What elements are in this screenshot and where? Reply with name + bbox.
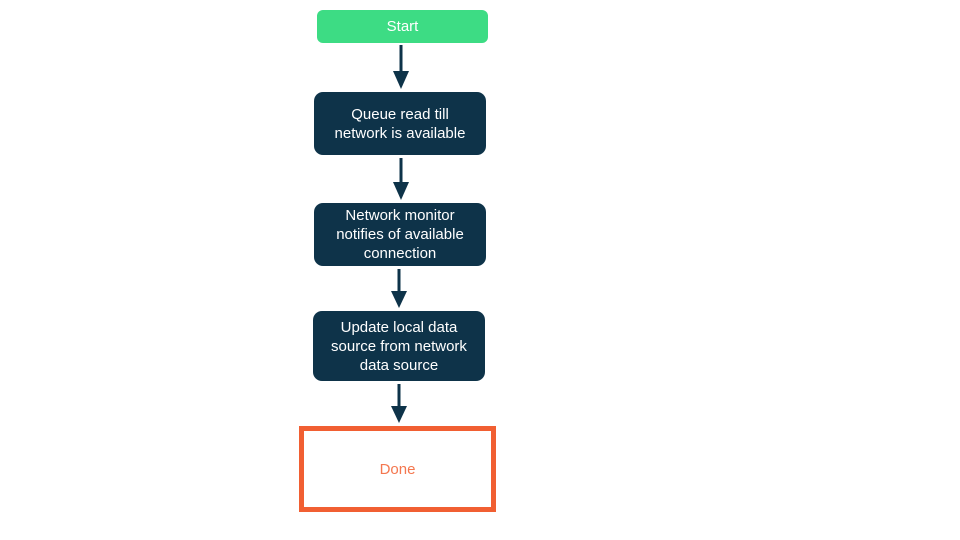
node-done-label: Done [379,460,416,478]
node-queue-read[interactable]: Queue read till network is available [314,92,486,155]
arrow-monitor-to-update [388,269,410,309]
arrow-queue-to-monitor [390,158,412,201]
node-update-local-data-source-label: Update local data source from network da… [331,318,467,374]
node-update-local-data-source[interactable]: Update local data source from network da… [313,311,485,381]
arrow-start-to-queue [390,45,412,90]
node-start-label: Start [386,18,419,35]
node-network-monitor-label: Network monitor notifies of available co… [336,207,464,262]
arrow-head-icon [391,291,407,308]
arrow-update-to-done [388,384,410,424]
node-queue-read-label: Queue read till network is available [334,105,466,142]
arrow-head-icon [393,71,409,89]
node-done[interactable]: Done [299,426,496,512]
node-start[interactable]: Start [317,10,488,43]
arrow-head-icon [391,406,407,423]
node-network-monitor[interactable]: Network monitor notifies of available co… [314,203,486,266]
arrow-head-icon [393,182,409,200]
